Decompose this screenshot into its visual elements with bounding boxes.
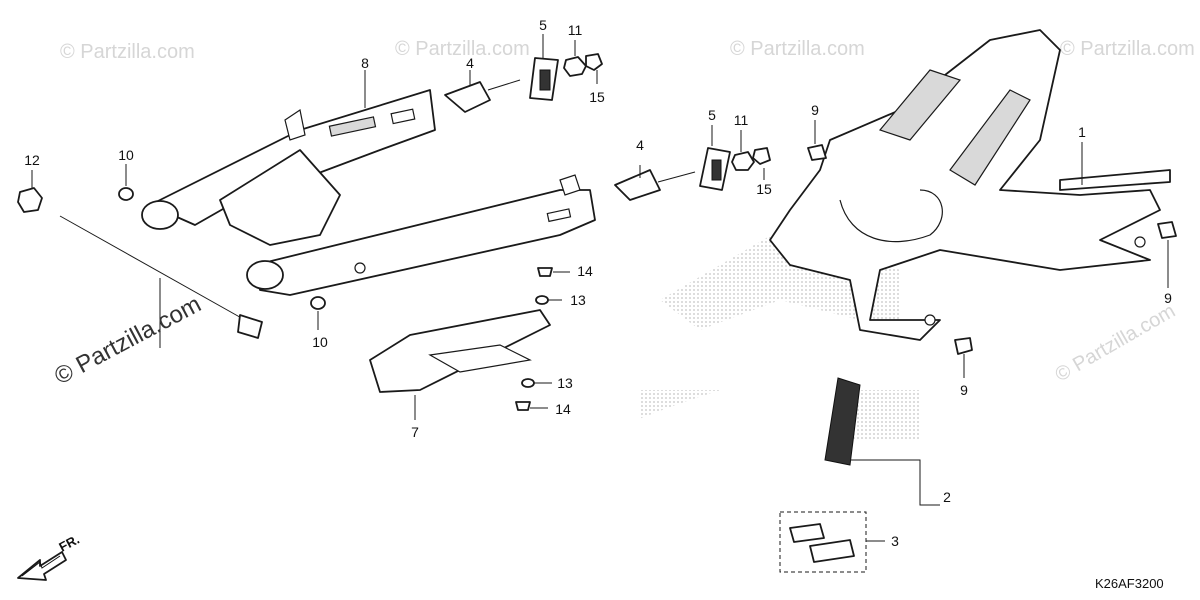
callout-13: 13: [570, 292, 586, 308]
watermark-text: © Partzilla.com: [60, 41, 195, 63]
callout-4: 4: [466, 55, 474, 71]
chain-adjuster-part-4[interactable]: [614, 169, 696, 201]
screw-part-14[interactable]: [515, 401, 531, 411]
rear-fender-part-1[interactable]: [769, 29, 1171, 341]
watermark-text: © Partzilla.com: [730, 38, 865, 60]
nut-part-11[interactable]: [731, 151, 755, 171]
front-arrow-icon: [17, 551, 67, 581]
callout-4: 4: [636, 137, 644, 153]
chain-adjuster-part-4[interactable]: [444, 79, 521, 113]
callout-5: 5: [708, 107, 716, 123]
callout-10: 10: [312, 334, 328, 350]
partzilla-watermark: © Partzilla.com: [50, 291, 205, 391]
adjuster-plate-part-5[interactable]: [529, 57, 559, 101]
swingarm-part-8[interactable]: [141, 89, 596, 296]
callout-5: 5: [539, 17, 547, 33]
callout-7: 7: [411, 424, 419, 440]
callout-14: 14: [555, 401, 571, 417]
callout-14: 14: [577, 263, 593, 279]
leader-lines: [31, 34, 1169, 542]
callout-10: 10: [118, 147, 134, 163]
washer-part-10[interactable]: [118, 187, 134, 201]
callout-11: 11: [568, 22, 583, 38]
callout-15: 15: [589, 89, 605, 105]
diagram-code: K26AF3200: [1095, 576, 1164, 591]
washer-part-10[interactable]: [310, 296, 326, 310]
callout-13: 13: [557, 375, 573, 391]
callout-12: 12: [24, 152, 40, 168]
callout-1: 1: [1078, 124, 1086, 140]
callouts: 8 4 5 11 15 12 10 10 14 13 13 14 7 4 5 1…: [24, 17, 1172, 549]
chain-slider-part-7[interactable]: [369, 309, 551, 393]
nut-part-15[interactable]: [752, 147, 771, 165]
drive-chain-part-2[interactable]: [475, 367, 861, 556]
callout-9: 9: [1164, 290, 1172, 306]
watermark-text: © Partzilla.com: [1060, 38, 1195, 60]
front-label: FR.: [56, 532, 82, 555]
callout-9: 9: [811, 102, 819, 118]
watermark-text: © Partzilla.com: [1052, 300, 1180, 386]
nut-part-15[interactable]: [585, 53, 603, 71]
callout-11: 11: [734, 112, 749, 128]
washer-part-13[interactable]: [521, 378, 535, 388]
callout-8: 8: [361, 55, 369, 71]
adjuster-plate-part-5[interactable]: [699, 147, 731, 191]
callout-15: 15: [756, 181, 772, 197]
callout-2: 2: [943, 489, 951, 505]
bolt-part-9[interactable]: [807, 144, 827, 161]
screw-part-14[interactable]: [537, 267, 553, 277]
washer-part-13[interactable]: [535, 295, 549, 305]
bolt-part-9[interactable]: [1157, 221, 1177, 239]
bolt-part-9[interactable]: [954, 337, 973, 355]
nut-part-12[interactable]: [17, 187, 43, 213]
master-link-part-3[interactable]: [779, 511, 867, 573]
nut-part-11[interactable]: [563, 56, 587, 77]
pivot-bolt[interactable]: [59, 215, 263, 339]
callout-9: 9: [960, 382, 968, 398]
watermark-text: © Partzilla.com: [395, 38, 530, 60]
callout-3: 3: [891, 533, 899, 549]
